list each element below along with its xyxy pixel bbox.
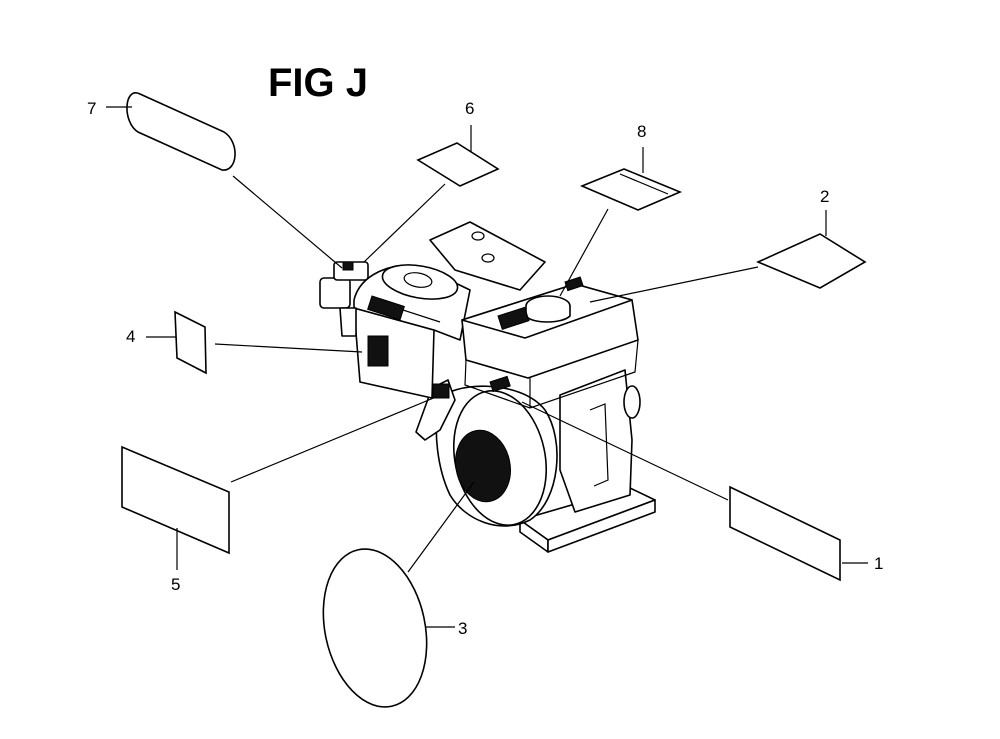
label-part-2 (755, 233, 867, 289)
label-part-4 (174, 310, 207, 375)
figure-title: FIG J (268, 61, 368, 105)
callout-8: 8 (637, 122, 646, 141)
callout-6: 6 (465, 99, 474, 118)
callout-5: 5 (171, 575, 180, 594)
label-part-1 (729, 485, 841, 582)
label-part-8 (579, 168, 683, 211)
callout-2: 2 (820, 187, 829, 206)
callout-1: 1 (874, 554, 883, 573)
label-part-5 (121, 445, 230, 555)
leader-lines (106, 106, 868, 628)
callout-3: 3 (458, 619, 467, 638)
callout-4: 4 (126, 327, 135, 346)
label-part-7 (126, 92, 236, 171)
label-part-3 (322, 548, 428, 708)
engine-illustration (319, 221, 656, 553)
label-part-6 (416, 142, 500, 187)
callout-7: 7 (87, 99, 96, 118)
